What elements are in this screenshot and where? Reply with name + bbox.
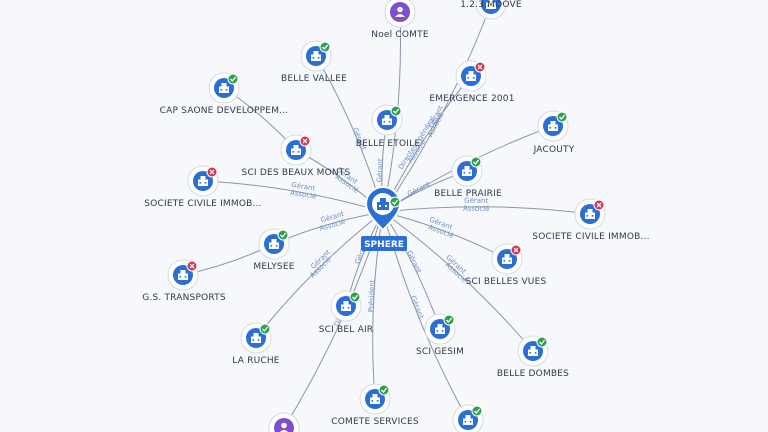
- node-sci-civile-1[interactable]: SOCIETE CIVILE IMMOB...: [144, 165, 262, 209]
- status-closed-icon: [510, 244, 522, 256]
- node-belle-prairie[interactable]: BELLE PRAIRIE: [434, 155, 502, 199]
- building-icon: [370, 394, 380, 404]
- building-icon: [178, 270, 188, 280]
- edge-label: Gérant: [376, 158, 385, 183]
- building-icon: [462, 166, 472, 176]
- building-icon: [219, 83, 229, 93]
- node-label: EMERGENCE 2001: [429, 94, 514, 104]
- node-label: SOCIETE CIVILE IMMOB...: [532, 232, 649, 242]
- building-icon: [463, 415, 473, 425]
- status-active-icon: [390, 105, 402, 117]
- node-belle-etoile[interactable]: BELLE ETOILE: [356, 104, 421, 149]
- node-cap-saone[interactable]: CAP SAONE DEVELOPPEM...: [160, 72, 289, 116]
- status-active-icon: [259, 323, 271, 335]
- node-sci-civile-2[interactable]: SOCIETE CIVILE IMMOB...: [532, 198, 650, 242]
- status-active-icon: [349, 291, 361, 303]
- node-label: SCI DES BEAUX MONTS: [242, 168, 351, 178]
- node-gs-transports[interactable]: G.S. TRANSPORTS: [142, 259, 226, 303]
- node-label: SOCIETE CIVILE IMMOB...: [144, 199, 261, 209]
- node-label: SCI GESIM: [416, 347, 464, 357]
- edge-label: Président: [367, 279, 376, 312]
- node-label: G.S. TRANSPORTS: [142, 293, 226, 303]
- node-label: COMETE SERVICES: [331, 417, 419, 427]
- node-belle-dombes[interactable]: BELLE DOMBES: [497, 335, 569, 379]
- node-bottom-person[interactable]: [268, 412, 300, 432]
- node-label: SCI BEL AIR: [319, 325, 374, 335]
- node-label: Noel COMTE: [371, 30, 429, 40]
- building-icon: [198, 176, 208, 186]
- node-comete[interactable]: COMETE SERVICES: [331, 383, 419, 427]
- building-icon: [291, 145, 301, 155]
- building-icon: [377, 198, 389, 210]
- node-label: BELLE PRAIRIE: [434, 189, 502, 199]
- status-active-icon: [536, 336, 548, 348]
- edge-label: Gérant: [464, 197, 488, 205]
- edge-center-sci-civile-2: [382, 206, 591, 215]
- building-icon: [502, 254, 512, 264]
- node-label: SCI BELLES VUES: [466, 277, 547, 287]
- node-beaux-monts[interactable]: SCI DES BEAUX MONTS: [242, 134, 351, 178]
- node-label: BELLE VALLEE: [281, 74, 347, 84]
- node-noel[interactable]: Noel COMTE: [371, 0, 429, 40]
- edge-label: Gérant: [406, 180, 431, 198]
- nodes-layer: 1.2.3.MOOVE Noel COMTE BELLE VALLEE EMERGEN…: [142, 0, 650, 432]
- building-icon: [269, 239, 279, 249]
- edge-center-belle-dombes: [382, 211, 534, 352]
- status-active-icon: [470, 156, 482, 168]
- node-label: CAP SAONE DEVELOPPEM...: [160, 106, 289, 116]
- status-active-icon: [319, 41, 331, 53]
- node-gesim[interactable]: SCI GESIM: [416, 313, 464, 357]
- building-icon: [528, 346, 538, 356]
- node-bottom-company[interactable]: [452, 404, 484, 432]
- status-closed-icon: [593, 199, 605, 211]
- building-icon: [311, 51, 321, 61]
- node-label: 1.2.3.MOOVE: [460, 0, 522, 10]
- node-label: JACOUTY: [533, 145, 575, 155]
- status-active-icon: [378, 384, 390, 396]
- person-icon: [395, 6, 405, 17]
- status-active-icon: [556, 111, 568, 123]
- node-moove[interactable]: 1.2.3.MOOVE: [460, 0, 522, 20]
- node-belle-vallee[interactable]: BELLE VALLEE: [281, 40, 347, 84]
- edge-label: Associé: [463, 205, 490, 213]
- status-active-icon: [471, 405, 483, 417]
- node-melysee[interactable]: MELYSEE: [253, 228, 295, 272]
- edge-label: Gérant: [405, 249, 423, 274]
- edge-center-comete: [372, 211, 384, 400]
- center-label: SPHERE: [364, 240, 404, 250]
- node-label: LA RUCHE: [232, 356, 280, 366]
- building-icon: [486, 0, 496, 9]
- status-closed-icon: [206, 166, 218, 178]
- building-icon: [466, 71, 476, 81]
- edge-center-la-ruche: [255, 211, 384, 339]
- edge-center-sci-civile-1: [202, 180, 384, 213]
- center-node[interactable]: SPHERE: [361, 186, 407, 251]
- status-closed-icon: [299, 135, 311, 147]
- node-label: MELYSEE: [253, 262, 294, 272]
- status-active-icon: [227, 73, 239, 85]
- edge-label: Gérant: [409, 295, 426, 321]
- building-icon: [251, 333, 261, 343]
- node-label: BELLE DOMBES: [497, 369, 569, 379]
- status-closed-icon: [186, 260, 198, 272]
- status-active-icon: [277, 229, 289, 241]
- status-active-icon: [389, 196, 401, 208]
- status-active-icon: [443, 314, 455, 326]
- node-la-ruche[interactable]: LA RUCHE: [232, 322, 280, 366]
- node-label: BELLE ETOILE: [356, 139, 421, 149]
- building-icon: [548, 121, 558, 131]
- building-icon: [585, 209, 595, 219]
- building-icon: [382, 115, 392, 125]
- status-closed-icon: [474, 61, 486, 73]
- building-icon: [341, 301, 351, 311]
- node-emergence[interactable]: EMERGENCE 2001: [429, 60, 514, 104]
- node-bel-air[interactable]: SCI BEL AIR: [319, 290, 374, 335]
- node-belles-vues[interactable]: SCI BELLES VUES: [466, 243, 547, 287]
- building-icon: [435, 324, 445, 334]
- node-jacouty[interactable]: JACOUTY: [533, 110, 575, 155]
